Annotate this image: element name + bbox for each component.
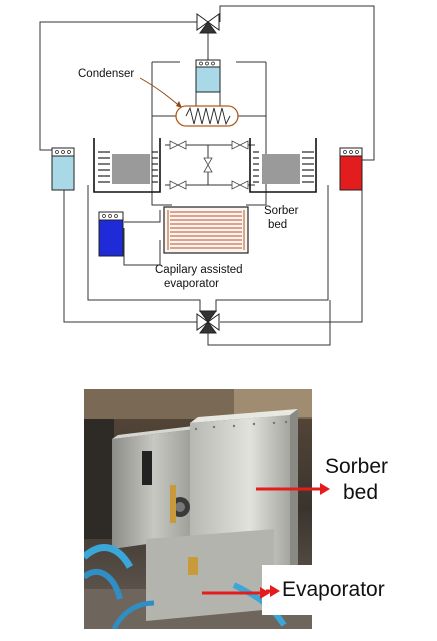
- valve-icon: [231, 140, 241, 150]
- condenser-leader-line: [139, 77, 183, 109]
- photo-evaporator-label: Evaporator: [282, 578, 385, 601]
- pipe-top-right-loop: [219, 5, 375, 161]
- evaporator-tubes: [170, 211, 242, 249]
- sorbent-block: [262, 154, 300, 184]
- pipe-top-left-loop: [39, 21, 197, 151]
- condenser-chiller-unit: [195, 59, 221, 93]
- evaporator-arrow: [202, 587, 270, 599]
- valve-icon: [203, 157, 213, 166]
- evaporator-label-backdrop: [312, 560, 412, 612]
- experimental-setup-photo: [84, 389, 312, 629]
- valve-icon: [231, 180, 241, 190]
- evaporator-label-line1: Capilary assisted: [155, 264, 243, 276]
- adsorption-system-schematic: Condenser Sorber bed: [39, 5, 375, 346]
- condenser-label: Condenser: [78, 68, 134, 80]
- condenser: [175, 105, 239, 127]
- pipe-bottom-right-loop: [220, 170, 363, 323]
- photo-sorber-label-line1: Sorber: [325, 455, 389, 478]
- photo-sorber-label-line2: bed: [343, 481, 379, 504]
- sorber-bed-arrowhead: [312, 483, 330, 495]
- pipe-bottom-left-loop: [63, 160, 197, 323]
- capillary-evaporator: [163, 206, 249, 254]
- sorber-bed-label-line2: bed: [268, 219, 287, 231]
- evaporator-label-line2: evaporator: [164, 278, 219, 290]
- cooler-unit: [98, 211, 124, 257]
- photo-illustration: [84, 389, 312, 629]
- sorber-bed-right: [249, 138, 317, 193]
- valve-icon: [169, 140, 179, 150]
- evaporator-arrowhead: [266, 585, 280, 597]
- chiller-unit-left: [51, 147, 75, 191]
- three-way-valve-bottom: [196, 310, 220, 334]
- sorber-bed-left: [93, 138, 161, 193]
- heater-unit-right: [339, 147, 363, 191]
- sorber-bed-label-line1: Sorber: [264, 205, 299, 217]
- three-way-valve-top: [196, 13, 220, 34]
- condenser-coil: [185, 106, 231, 126]
- valve-icon: [169, 180, 179, 190]
- sorbent-block: [112, 154, 150, 184]
